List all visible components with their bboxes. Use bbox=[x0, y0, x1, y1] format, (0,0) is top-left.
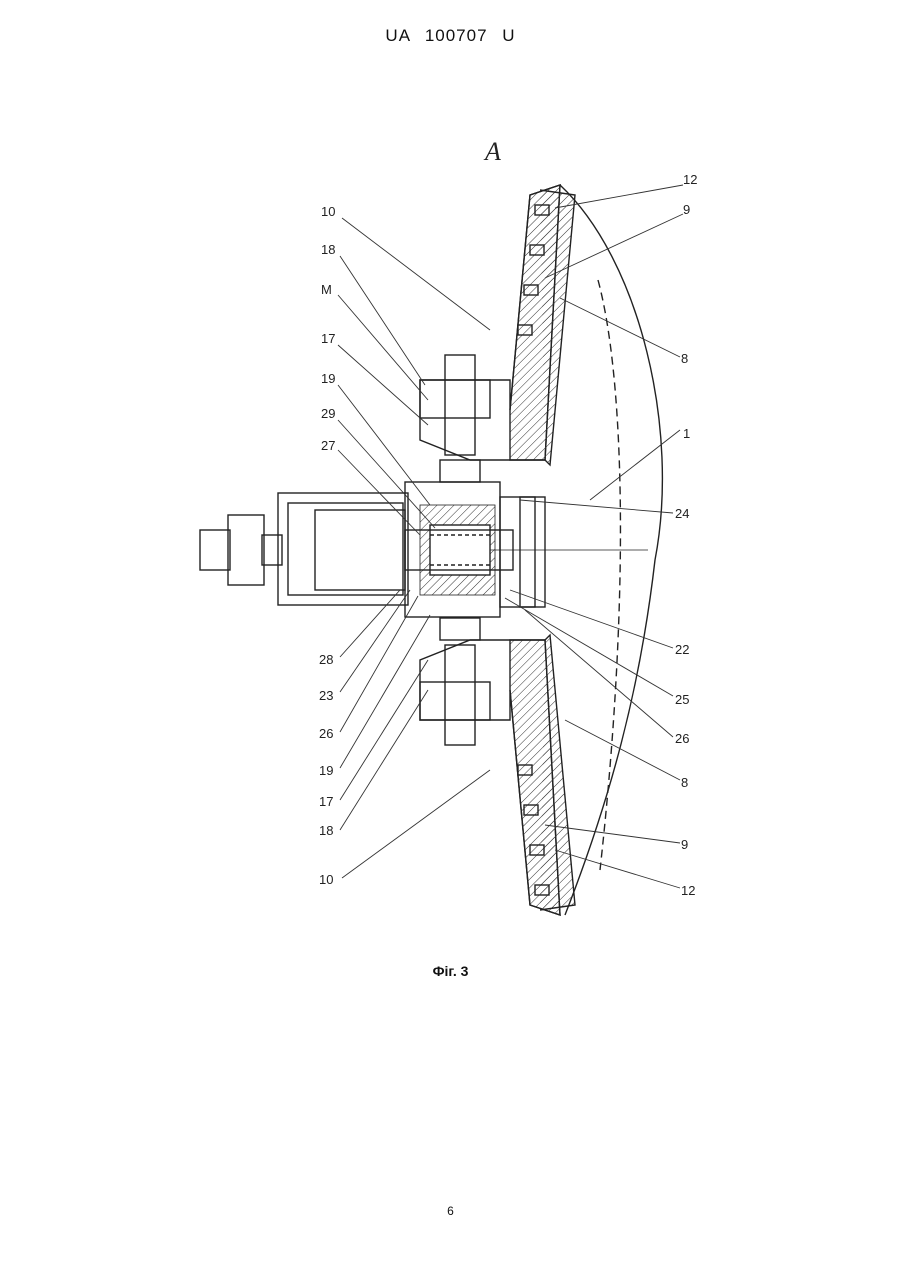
label-left-6: 29 bbox=[321, 406, 335, 421]
label-left-1: 10 bbox=[321, 204, 335, 219]
label-left-5: 19 bbox=[321, 371, 335, 386]
view-letter: A bbox=[483, 137, 501, 166]
label-right-2: 9 bbox=[683, 202, 690, 217]
label-left-2: 18 bbox=[321, 242, 335, 257]
label-left-13: 18 bbox=[319, 823, 333, 838]
label-right-10: 9 bbox=[681, 837, 688, 852]
label-right-11: 12 bbox=[681, 883, 695, 898]
leader-lines bbox=[338, 185, 683, 888]
label-right-1: 12 bbox=[683, 172, 697, 187]
label-left-11: 19 bbox=[319, 763, 333, 778]
label-left-14: 10 bbox=[319, 872, 333, 887]
callouts-left: 10 18 M 17 19 29 27 28 23 26 19 17 18 10 bbox=[319, 204, 335, 887]
label-left-10: 26 bbox=[319, 726, 333, 741]
drawing-body bbox=[200, 185, 662, 915]
label-left-9: 23 bbox=[319, 688, 333, 703]
label-right-9: 8 bbox=[681, 775, 688, 790]
label-left-12: 17 bbox=[319, 794, 333, 809]
figure-caption: Фіг. 3 bbox=[0, 963, 901, 979]
label-left-4: 17 bbox=[321, 331, 335, 346]
page-number: 6 bbox=[0, 1204, 901, 1218]
label-left-7: 27 bbox=[321, 438, 335, 453]
label-right-8: 26 bbox=[675, 731, 689, 746]
callouts-right: 12 9 8 1 24 22 25 26 8 9 12 bbox=[675, 172, 697, 898]
label-right-4: 1 bbox=[683, 426, 690, 441]
label-left-3: M bbox=[321, 282, 332, 297]
label-right-6: 22 bbox=[675, 642, 689, 657]
label-right-7: 25 bbox=[675, 692, 689, 707]
label-right-3: 8 bbox=[681, 351, 688, 366]
label-left-8: 28 bbox=[319, 652, 333, 667]
label-right-5: 24 bbox=[675, 506, 689, 521]
